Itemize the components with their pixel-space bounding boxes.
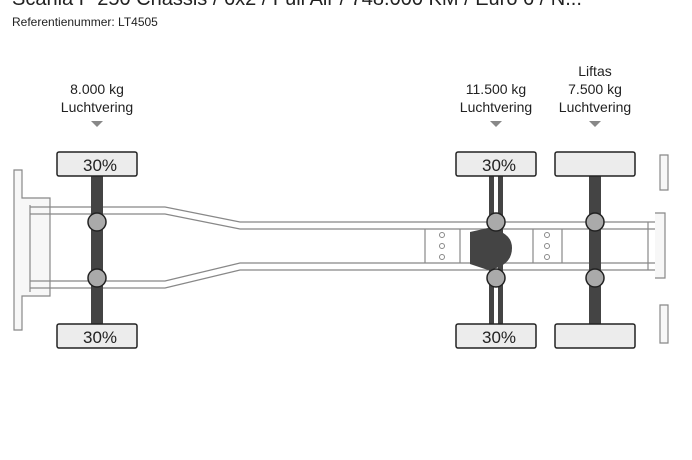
tag-axle-load: 7.500 kg [568, 81, 622, 97]
drive-tire-top-label: 30% [482, 156, 516, 175]
drive-tire-bottom [455, 323, 537, 349]
tag-tire-bottom [554, 323, 636, 349]
front-tire-top-label: 30% [83, 156, 117, 175]
front-axle-marker [91, 121, 103, 127]
drive-tire-top [455, 151, 537, 177]
front-axle: 30% 30% 8.000 kg Luchtvering [56, 81, 138, 349]
drive-axle: 30% 30% 11.500 kg Luchtvering [455, 81, 537, 349]
chassis-frame [13, 154, 669, 344]
front-tire-top [56, 151, 138, 177]
drive-axle-load: 11.500 kg [466, 81, 526, 97]
front-axle-suspension: Luchtvering [61, 99, 133, 115]
front-axle-load: 8.000 kg [70, 81, 124, 97]
page-title: Scania P 250 Chassis / 6x2 / Full Air / … [12, 0, 692, 11]
tag-axle: Liftas 7.500 kg Luchtvering [554, 63, 636, 349]
drive-axle-marker [490, 121, 502, 127]
drive-tire-bottom-label: 30% [482, 328, 516, 347]
reference-number: Referentienummer: LT4505 [12, 15, 158, 29]
tag-axle-marker [589, 121, 601, 127]
tag-tire-top [554, 151, 636, 177]
front-tire-bottom [56, 323, 138, 349]
drive-axle-suspension: Luchtvering [460, 99, 532, 115]
tag-axle-type: Liftas [578, 63, 611, 79]
tag-axle-suspension: Luchtvering [559, 99, 631, 115]
front-tire-bottom-label: 30% [83, 328, 117, 347]
